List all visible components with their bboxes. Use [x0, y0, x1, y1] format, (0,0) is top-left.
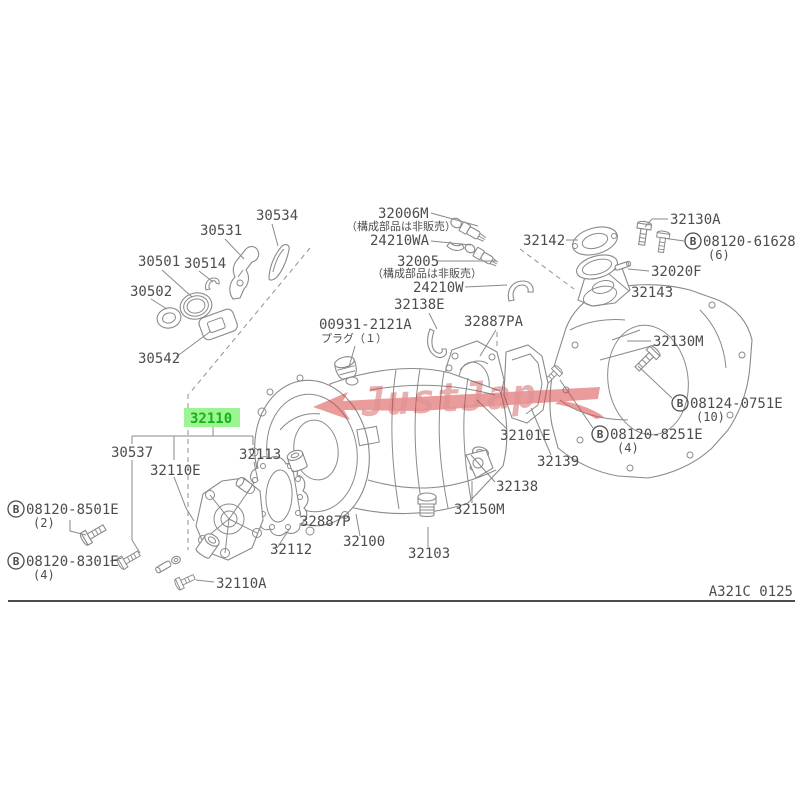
part-label-32143: 32143	[631, 285, 673, 301]
shift-fork-drawing	[229, 246, 260, 300]
dowel-pin-icon	[155, 560, 172, 574]
oil-gutter-drawing	[427, 328, 447, 359]
baulk-ring-drawing	[179, 292, 213, 320]
bolt-icon	[656, 230, 671, 254]
bolt-symbol-b: B	[677, 397, 684, 410]
bolt-icon	[634, 345, 661, 372]
part-label-32110a: 32110A	[216, 576, 267, 592]
part-label-30542: 30542	[138, 351, 180, 367]
bolt-symbol-circle	[7, 500, 25, 518]
coupling-sleeve-drawing	[156, 307, 182, 329]
part-label-32110[interactable]: 32110	[190, 411, 232, 427]
part-label-32130m: 32130M	[653, 334, 704, 350]
adapter-plate-32110-drawing	[195, 477, 264, 561]
part-label-32110e: 32110E	[150, 463, 201, 479]
qty-08120-61628: (6)	[708, 248, 730, 262]
rear-housing-drawing	[549, 267, 753, 479]
shift-blade-drawing	[268, 244, 290, 281]
part-label-24210w: 24210W	[413, 280, 464, 296]
part-label-32139: 32139	[537, 454, 579, 470]
part-label-32142: 32142	[523, 233, 565, 249]
bolt-symbol-circle	[7, 552, 25, 570]
part-label-32887pa: 32887PA	[464, 314, 524, 330]
highlighted-part-label-32110[interactable]: 32110	[184, 408, 240, 427]
watermark: JustJap	[313, 371, 604, 426]
bolt-symbol-circle	[671, 394, 689, 412]
qty-08120-8301e: (4)	[33, 568, 55, 582]
part-label-32113: 32113	[239, 447, 281, 463]
bolt-symbol-circle	[591, 425, 609, 443]
part-label-32101e: 32101E	[500, 428, 551, 444]
part-label-32020f: 32020F	[651, 264, 702, 280]
bolt-icon	[174, 573, 196, 591]
spread-spring-drawing	[205, 277, 220, 291]
part-label-32138: 32138	[496, 479, 538, 495]
bushing-32887p-drawing	[286, 449, 308, 473]
part-label-30501: 30501	[138, 254, 180, 270]
drain-plug-32103-drawing	[417, 492, 437, 518]
part-label-30531: 30531	[200, 223, 242, 239]
footer: A321C 0125	[8, 584, 795, 602]
part-label-30502: 30502	[130, 284, 172, 300]
leader-lines	[69, 212, 685, 583]
part-label-32005: 32005	[397, 254, 439, 270]
bolt-symbol-b: B	[597, 428, 604, 441]
part-label-24210wa: 24210WA	[370, 233, 430, 249]
part-label-32130a: 32130A	[670, 212, 721, 228]
part-label-32887p: 32887P	[300, 514, 351, 530]
part-label-32006m: 32006M	[378, 206, 429, 222]
bolt-symbol-b: B	[13, 555, 20, 568]
part-label-32103: 32103	[408, 546, 450, 562]
watermark-text: JustJap	[359, 371, 538, 426]
washer-icon	[171, 555, 181, 565]
plug-drawing	[334, 356, 357, 380]
breather-tube-drawing	[507, 280, 534, 302]
part-label-32150m: 32150M	[454, 502, 505, 518]
rear-cover-32142-drawing	[572, 226, 618, 256]
rear-cover-gasket-drawing	[576, 254, 618, 280]
part-label-08124-0751e: 08124-0751E	[690, 396, 783, 412]
qty-08120-8501e: (2)	[33, 516, 55, 530]
part-label-30534: 30534	[256, 208, 298, 224]
part-label-00931-2121a: 00931-2121A	[319, 317, 412, 333]
pin-32020f-drawing	[614, 260, 632, 271]
shifter-bracket-drawing	[198, 308, 238, 341]
switch-assy-drawing	[464, 243, 499, 267]
part-group-bracket	[131, 427, 254, 460]
part-label-30537: 30537	[111, 445, 153, 461]
part-label-08120-8301e: 08120-8301E	[26, 554, 119, 570]
bolt-symbol-circle	[684, 232, 702, 250]
note-not-sold-2: （構成部品は非販売）	[372, 266, 482, 280]
bolt-icon	[116, 550, 141, 570]
part-label-32112: 32112	[270, 542, 312, 558]
bolt-symbol-b: B	[690, 235, 697, 248]
part-labels: 30531 30534 30501 30514 30502 30542 3200…	[7, 206, 796, 592]
qty-08120-8251e: (4)	[617, 441, 639, 455]
note-not-sold-1: （構成部品は非販売）	[346, 219, 456, 233]
bolt-symbol-b: B	[13, 503, 20, 516]
part-label-08120-8251e: 08120-8251E	[610, 427, 703, 443]
diagram-code: A321C 0125	[709, 584, 793, 600]
part-label-32138e: 32138E	[394, 297, 445, 313]
part-label-08120-61628: 08120-61628	[703, 234, 796, 250]
plug-note: プラグ（１）	[321, 331, 387, 345]
bolt-icon	[636, 220, 653, 246]
part-label-30514: 30514	[184, 256, 226, 272]
part-label-32100: 32100	[343, 534, 385, 550]
part-label-08120-8501e: 08120-8501E	[26, 502, 119, 518]
qty-08124-0751e: (10)	[696, 410, 725, 424]
